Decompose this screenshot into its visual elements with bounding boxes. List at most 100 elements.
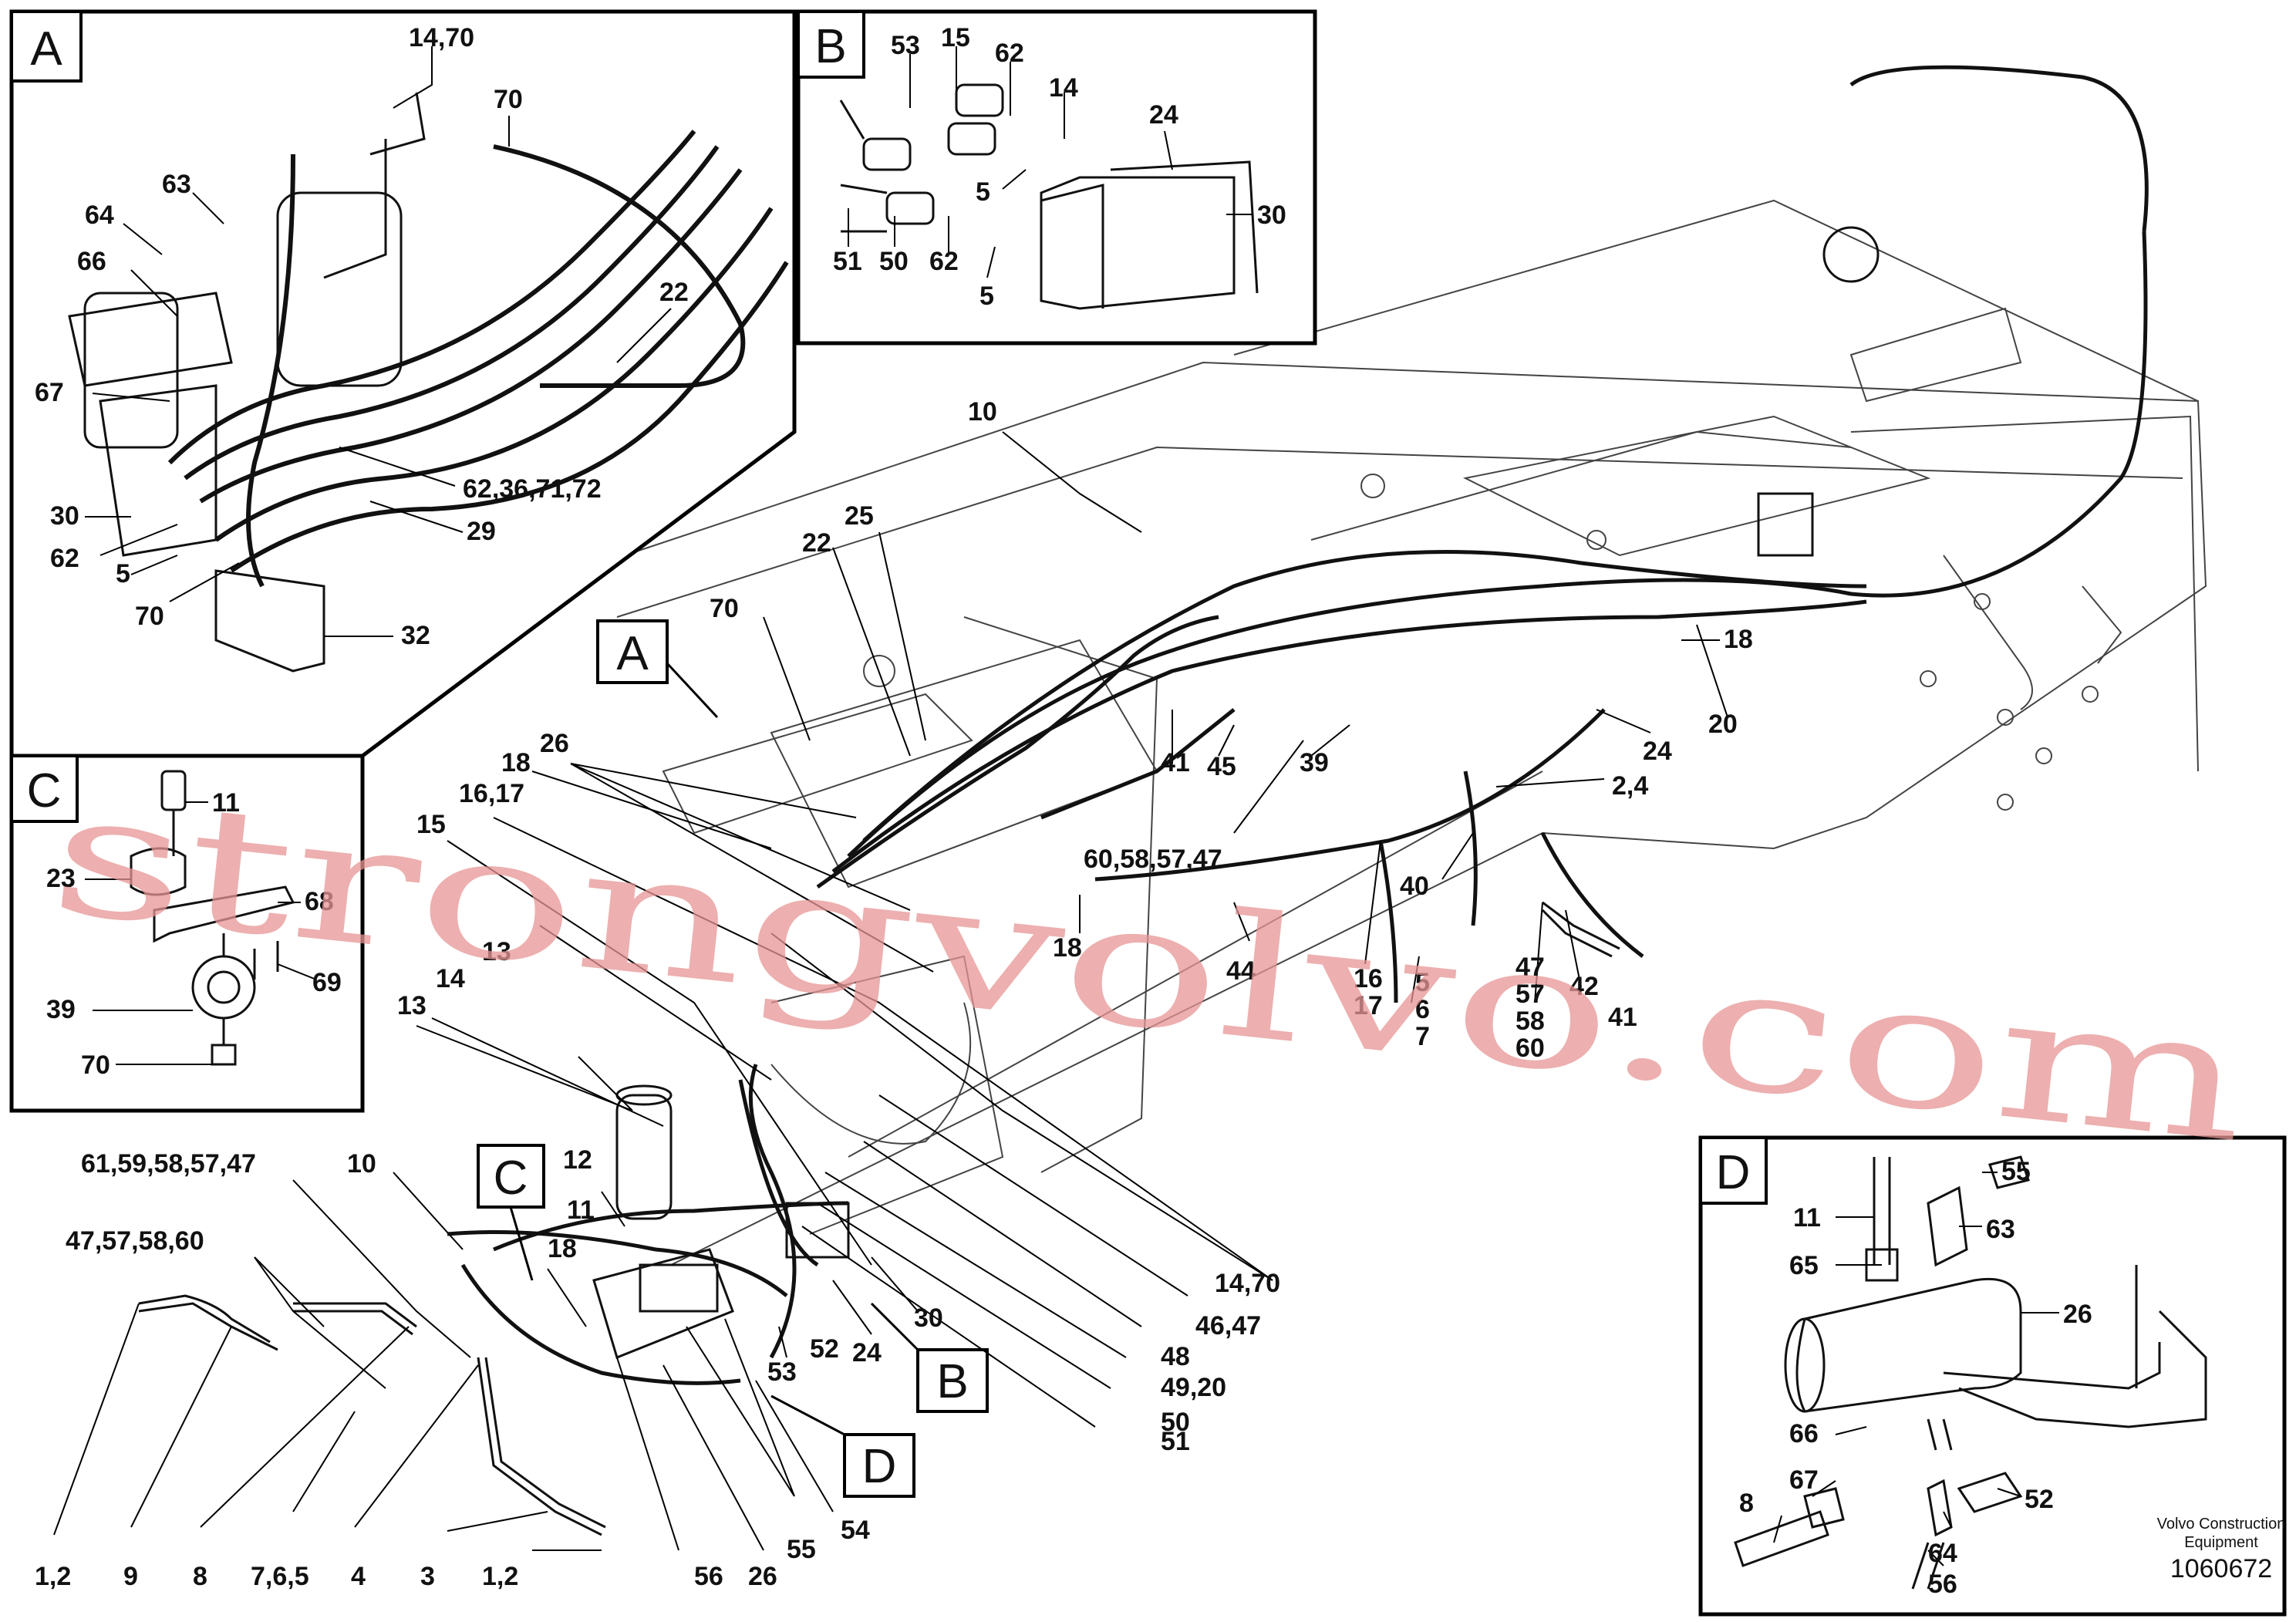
part-label: 4 [351,1562,366,1591]
part-label: 5 [1415,968,1430,997]
part-label: 11 [567,1195,595,1225]
part-label: 50 [1161,1408,1190,1437]
part-label: 54 [841,1516,870,1545]
part-label: 23 [46,864,76,893]
part-label: 57 [1515,980,1545,1009]
callout-c: C [494,1152,528,1205]
corp-name-line1: Volvo Construction [2157,1516,2286,1533]
part-label: 64 [85,201,114,230]
callout-a: A [616,627,649,680]
part-label: 50 [879,247,909,276]
part-label: 46,47 [1195,1311,1261,1340]
part-label: 5 [979,282,994,311]
panel-b-letter: B [814,20,846,73]
main-callouts: A B C D [477,619,989,1498]
part-label: 13 [482,937,511,966]
part-label: 64 [1928,1539,1957,1568]
part-label: 1,2 [482,1562,518,1591]
part-label: 14 [436,964,465,993]
labels-main: 10 25 22 70 26 18 16,17 15 13 14 13 12 1… [35,397,1753,1591]
part-label: 62 [50,544,79,573]
part-label: 24 [852,1338,882,1367]
part-label: 52 [810,1334,839,1364]
part-label: 16 [1354,964,1383,993]
part-label: 9 [123,1562,138,1591]
part-label: 18 [1724,625,1753,654]
part-label: 12 [563,1145,592,1175]
labels-panel-a: 14,70 70 63 64 66 22 67 30 62,36,71,72 6… [35,23,689,650]
hose-routing [447,65,2149,1385]
part-label: 61,59,58,57,47 [81,1149,256,1179]
part-label: 39 [1300,748,1329,777]
part-label: 17 [1354,991,1383,1020]
part-label: 24 [1643,737,1672,766]
part-label: 15 [941,23,970,52]
part-label: 22 [659,278,689,307]
part-label: 26 [2063,1300,2092,1329]
panel-a-letter: A [30,22,62,76]
part-label: 68 [305,887,334,916]
part-label: 56 [1928,1570,1957,1599]
part-label: 65 [1789,1251,1819,1280]
part-label: 30 [914,1303,943,1333]
part-label: 62 [929,247,959,276]
part-label: 11 [1793,1203,1821,1233]
part-label: 67 [1789,1465,1819,1495]
part-label: 39 [46,995,76,1024]
part-label: 14,70 [1215,1269,1280,1298]
labels-panel-b: 53 15 62 14 24 30 5 51 50 62 5 [833,23,1286,311]
part-label: 53 [767,1357,797,1387]
panel-c-letter: C [27,764,62,818]
part-label: 42 [1569,972,1599,1001]
part-label: 10 [347,1149,376,1179]
part-label: 69 [312,968,342,997]
part-label: 70 [81,1050,110,1080]
part-label: 8 [193,1562,207,1591]
part-label: 18 [1053,933,1082,963]
part-label: 18 [548,1234,577,1263]
part-label: 22 [802,528,831,558]
part-label: 13 [397,991,426,1020]
watermark: strongvolvo.com [42,754,2257,1181]
panel-d-letter: D [1716,1146,1751,1199]
part-label: 7 [1415,1022,1430,1051]
part-label: 62,36,71,72 [463,474,602,504]
part-label: 20 [1708,710,1738,739]
panel-c: C [9,754,365,1113]
corp-name-line2: Equipment [2184,1534,2258,1551]
part-label: 70 [494,85,523,114]
part-label: 70 [710,594,739,623]
leader-lines [53,46,2059,1566]
part-label: 32 [401,621,430,650]
part-label: 62 [995,39,1024,68]
part-label: 45 [1207,752,1236,781]
part-label: 70 [135,602,164,631]
pipes [138,901,1620,1536]
part-label: 41 [1608,1003,1637,1032]
part-label: 15 [416,810,446,839]
part-label: 18 [501,748,531,777]
part-label: 47 [1515,953,1545,982]
part-label: 1,2 [35,1562,71,1591]
callout-d: D [862,1440,897,1493]
part-label: 6 [1415,995,1430,1024]
part-label: 40 [1400,872,1429,901]
part-label: 55 [787,1535,816,1564]
labels-panel-d: 11 55 63 65 26 66 67 8 52 64 56 [1739,1157,2092,1599]
panel-d: D Volvo Construction Equipment 1060672 [1698,1135,2287,1617]
panel-b: B [796,9,1317,346]
part-label: 25 [845,501,874,531]
panel-a: A [9,9,797,758]
part-label: 5 [976,177,990,207]
part-label: 29 [467,517,496,546]
part-label: 52 [2025,1485,2054,1514]
part-label: 67 [35,378,64,407]
part-label: 51 [833,247,862,276]
part-label: 56 [694,1562,723,1591]
filter-and-cooler [592,226,1880,1360]
part-label: 63 [162,170,191,199]
part-label: 5 [116,559,130,588]
part-label: 41 [1161,748,1190,777]
part-label: 30 [1257,201,1286,230]
